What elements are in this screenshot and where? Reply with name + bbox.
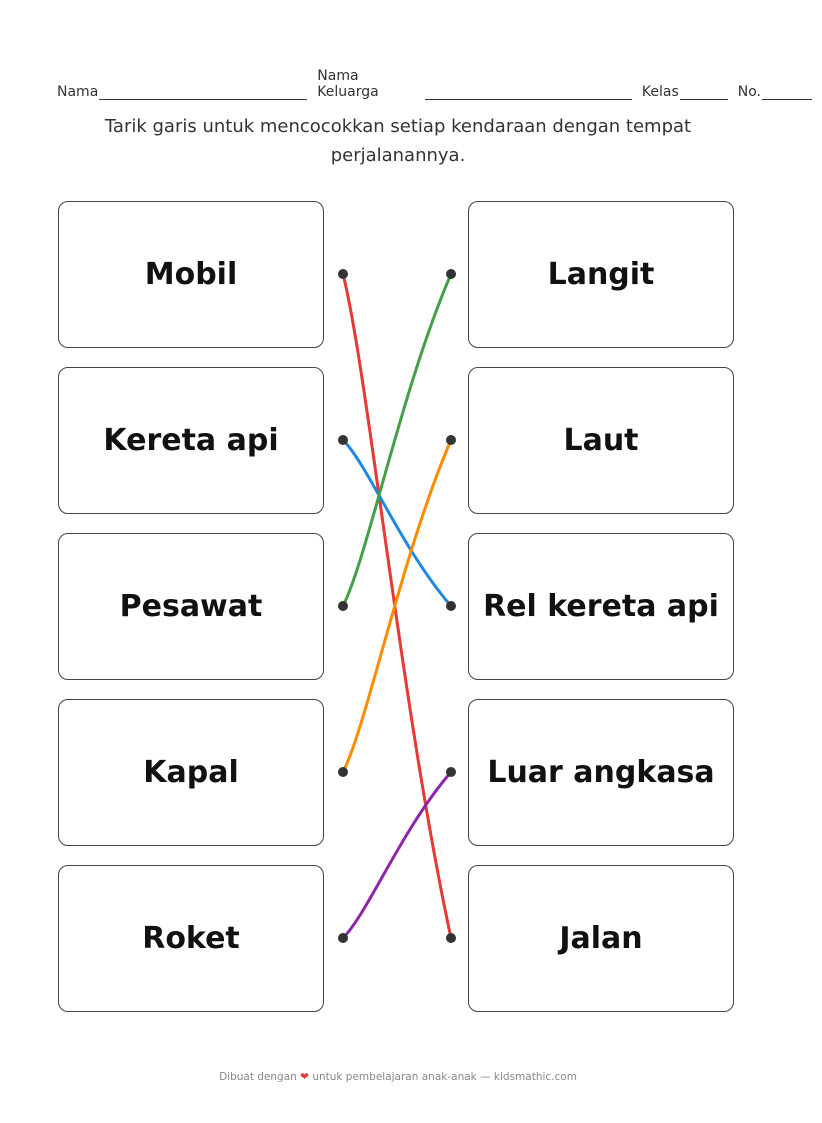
right-connector-dot[interactable] bbox=[446, 435, 456, 445]
student-info-header: Nama Nama Keluarga Kelas No. bbox=[57, 68, 822, 100]
left-item-box[interactable]: Kereta api bbox=[58, 367, 324, 514]
connection-line bbox=[341, 273, 453, 939]
family-name-field[interactable]: Nama Keluarga bbox=[317, 68, 632, 100]
left-connector-dot[interactable] bbox=[338, 269, 348, 279]
family-name-line[interactable] bbox=[424, 85, 632, 100]
connection-line bbox=[341, 439, 453, 773]
right-item-box[interactable]: Laut bbox=[468, 367, 734, 514]
instruction-text: Tarik garis untuk mencocokkan setiap ken… bbox=[104, 116, 692, 166]
name-label: Nama bbox=[57, 84, 99, 100]
number-line[interactable] bbox=[762, 85, 812, 100]
name-field[interactable]: Nama bbox=[57, 84, 308, 100]
connection-line bbox=[341, 273, 453, 607]
left-item-box[interactable]: Mobil bbox=[58, 201, 324, 348]
connection-line bbox=[341, 771, 453, 940]
left-connector-dot[interactable] bbox=[338, 767, 348, 777]
left-item-box[interactable]: Roket bbox=[58, 865, 324, 1012]
left-item-box[interactable]: Pesawat bbox=[58, 533, 324, 680]
footer: Dibuat dengan ❤ untuk pembelajaran anak-… bbox=[0, 1071, 796, 1083]
footer-text-after: untuk pembelajaran anak-anak — kidsmathi… bbox=[312, 1071, 577, 1083]
right-connector-dot[interactable] bbox=[446, 933, 456, 943]
family-name-label: Nama Keluarga bbox=[317, 68, 379, 100]
number-label: No. bbox=[737, 84, 761, 100]
left-item-box[interactable]: Kapal bbox=[58, 699, 324, 846]
right-connector-dot[interactable] bbox=[446, 269, 456, 279]
right-item-box[interactable]: Luar angkasa bbox=[468, 699, 734, 846]
class-label: Kelas bbox=[641, 84, 679, 100]
right-connector-dot[interactable] bbox=[446, 601, 456, 611]
footer-text-before: Dibuat dengan bbox=[219, 1071, 297, 1083]
class-field[interactable]: Kelas bbox=[642, 84, 728, 100]
right-item-box[interactable]: Jalan bbox=[468, 865, 734, 1012]
heart-icon: ❤ bbox=[300, 1071, 309, 1083]
name-line[interactable] bbox=[99, 85, 308, 100]
left-connector-dot[interactable] bbox=[338, 601, 348, 611]
right-item-box[interactable]: Rel kereta api bbox=[468, 533, 734, 680]
class-line[interactable] bbox=[679, 85, 728, 100]
right-connector-dot[interactable] bbox=[446, 767, 456, 777]
connection-line bbox=[341, 438, 453, 607]
number-field[interactable]: No. bbox=[738, 84, 812, 100]
left-connector-dot[interactable] bbox=[338, 435, 348, 445]
right-item-box[interactable]: Langit bbox=[468, 201, 734, 348]
left-connector-dot[interactable] bbox=[338, 933, 348, 943]
